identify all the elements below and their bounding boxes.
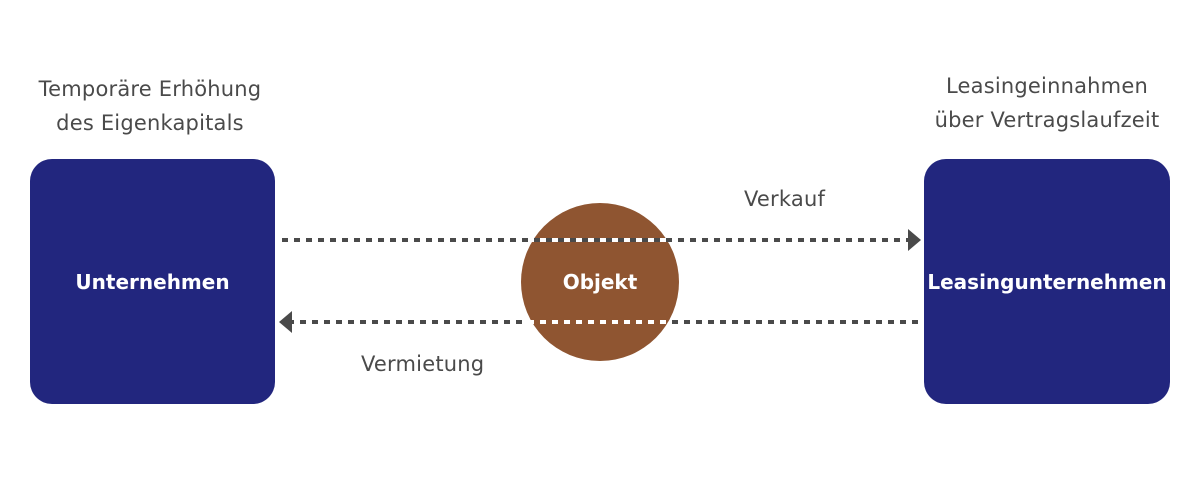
left-caption: Temporäre Erhöhung des Eigenkapitals <box>20 72 280 140</box>
unternehmen-box: Unternehmen <box>30 159 275 404</box>
vermietung-arrowhead <box>279 311 292 333</box>
left-caption-line2: des Eigenkapitals <box>56 111 244 135</box>
leasingunternehmen-label: Leasingunternehmen <box>927 269 1167 294</box>
left-caption-line1: Temporäre Erhöhung <box>38 77 262 101</box>
objekt-label-wrap: Objekt <box>521 203 679 361</box>
leasingunternehmen-box: Leasingunternehmen <box>924 159 1170 404</box>
vermietung-label: Vermietung <box>361 352 485 376</box>
right-caption-line1: Leasingeinnahmen <box>946 74 1148 98</box>
right-caption-line2: über Vertragslaufzeit <box>934 108 1160 132</box>
verkauf-arrowhead <box>908 229 921 251</box>
objekt-circle <box>521 203 679 361</box>
unternehmen-label: Unternehmen <box>75 269 230 294</box>
right-caption: Leasingeinnahmen über Vertragslaufzeit <box>912 69 1182 137</box>
objekt-label: Objekt <box>562 270 638 294</box>
verkauf-label: Verkauf <box>744 187 826 211</box>
